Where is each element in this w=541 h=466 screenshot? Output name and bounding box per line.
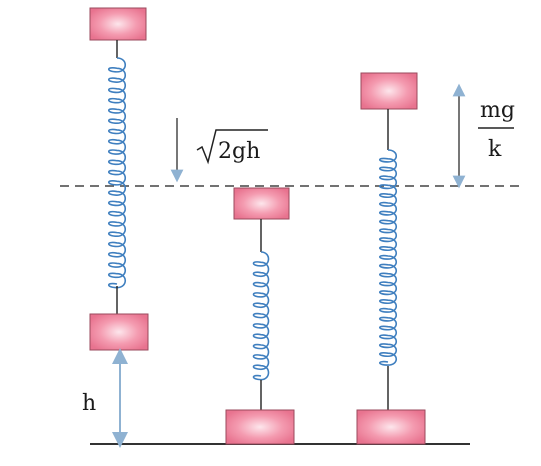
left-top-block <box>89 7 147 41</box>
compression-label: mg k <box>478 98 515 162</box>
right-base-block <box>356 409 426 445</box>
springLeft-coil <box>107 57 127 289</box>
middle-spring <box>252 251 270 381</box>
middle-top-block <box>233 187 290 220</box>
velocity-text: 2gh <box>218 139 260 164</box>
right-top-block <box>360 72 418 110</box>
springRight-coil <box>378 149 398 366</box>
sqrt-symbol <box>196 129 268 165</box>
left-spring <box>107 57 127 289</box>
middle-base-block <box>225 409 295 445</box>
compression-denominator: k <box>488 137 502 162</box>
height-label: h <box>82 391 96 416</box>
springMid-coil <box>252 251 270 381</box>
compression-numerator: mg <box>480 98 515 123</box>
velocity-label: 2gh <box>196 129 268 165</box>
right-spring <box>378 149 398 366</box>
left-bottom-block <box>89 313 149 351</box>
